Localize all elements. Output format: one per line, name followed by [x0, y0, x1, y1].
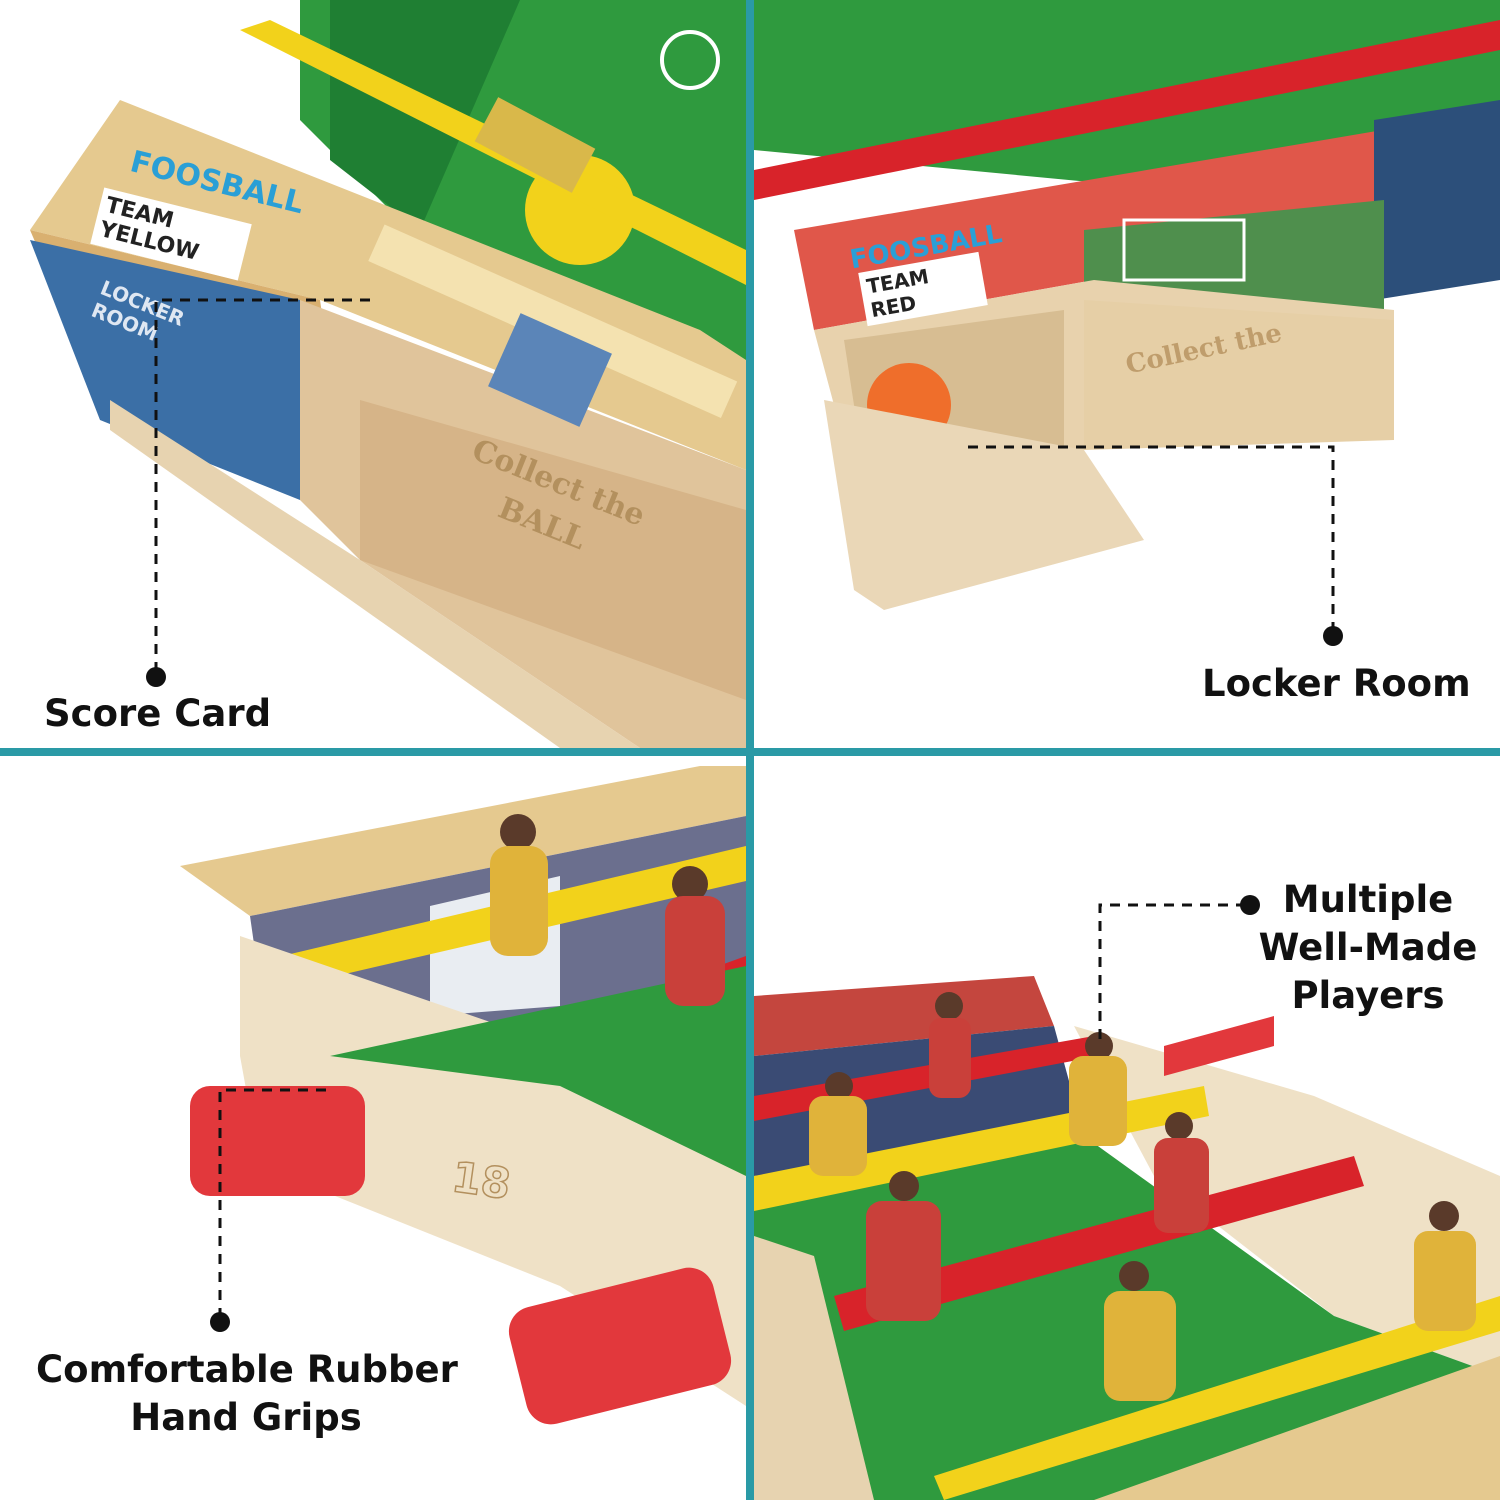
hand-grips-photo — [0, 756, 746, 1500]
players-label: Multiple Well-Made Players — [1250, 876, 1486, 1020]
score-card-label: Score Card — [44, 692, 272, 735]
locker-room-label: Locker Room — [1202, 662, 1471, 705]
players-photo — [754, 756, 1500, 1500]
players-label-line2: Well-Made — [1258, 926, 1478, 969]
panel-locker-room: FOOSBALL TEAM RED Collect the Locker Roo… — [754, 0, 1500, 748]
score-card-photo — [0, 0, 746, 748]
horizontal-divider — [0, 748, 1500, 756]
hand-grips-label: Comfortable Rubber Hand Grips — [36, 1346, 458, 1442]
rod-number-18: 18 — [448, 1151, 514, 1209]
players-label-line1: Multiple — [1282, 878, 1454, 921]
panel-score-card: FOOSBALL TEAM YELLOW LOCKER ROOM Collect… — [0, 0, 746, 748]
players-label-line3: Players — [1291, 974, 1445, 1017]
panel-hand-grips: 18 Comfortable Rubber Hand Grips — [0, 756, 746, 1500]
panel-players: Multiple Well-Made Players — [754, 756, 1500, 1500]
hand-grips-label-line2: Hand Grips — [130, 1396, 362, 1439]
hand-grips-label-line1: Comfortable Rubber — [36, 1348, 458, 1391]
